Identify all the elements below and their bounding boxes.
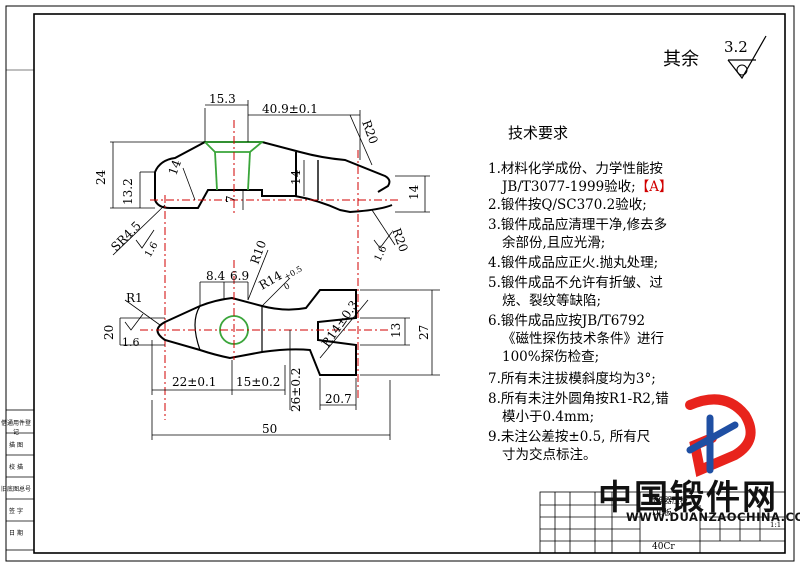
bottom-view-centerlines [140,260,390,360]
roughness-1-6-b: 1.6 [373,244,390,263]
tech-req-line-5: 余部份,且应光滑; [502,235,606,251]
tech-req-line-3: 2.锻件按Q/SC370.2验收; [488,197,647,213]
dim-22: 22±0.1 [172,375,216,389]
roughness-value: 3.2 [724,38,748,56]
tech-req-line-1: 1.材料化学成份、力学性能按 [488,161,663,177]
watermark-logo [685,394,756,478]
watermark-title: 中国锻件网 [598,478,778,518]
side-label-2: 描 图 [9,442,23,449]
title-block-part-name: 货推器压板 [648,495,688,505]
dim-50: 50 [262,422,277,436]
top-view-hole [202,141,265,191]
tech-req-line-14: 模小于0.4mm; [502,409,595,425]
dim-r14-tol-upper: +0.5 [283,264,304,282]
dim-6-9: 6.9 [230,269,249,283]
side-label-4: 旧底图总号 [0,486,31,493]
roughness-symbol: 其余 3.2 [663,35,767,80]
top-view-centerlines [150,120,400,420]
bottom-view-dimensions [119,249,440,440]
outer-border [5,5,795,562]
dim-13: 13 [389,323,403,338]
dim-r10: R10 [248,238,269,266]
title-block-scale: 1:1 [770,521,781,529]
side-label-5: 签 字 [9,508,23,515]
tech-req-line-4: 3.锻件成品应清理干净,修去多 [488,217,668,233]
tech-req-line-10: 《磁性探伤技术条件》进行 [502,331,664,347]
watermark-url: WWW.DUANZAOCHINA.COM [626,510,800,524]
dim-15-3: 15.3 [209,92,236,106]
dim-r14-tol-lower: 0 [283,281,292,291]
side-label-6: 日 期 [9,530,23,537]
title-block-material: 40Cr [652,542,675,552]
side-label-3: 校 描 [9,464,23,471]
dim-7: 7 [224,195,238,203]
tech-req-line-12: 7.所有未注拔模斜度均为3°; [488,371,656,387]
dim-r1: R1 [126,291,143,305]
top-view-dimensions [110,100,430,256]
tech-req-line-2-text: JB/T3077-1999验收; [502,179,636,195]
tech-requirements-title: 技术要求 [508,124,569,142]
dim-20-7: 20.7 [325,392,352,406]
dim-40-9: 40.9±0.1 [262,102,318,116]
tech-req-grade-a: 【A】 [635,179,673,195]
dim-27: 27 [417,325,431,340]
bottom-view [156,289,357,376]
side-label-1: 借通用件登记 [0,420,31,436]
tech-req-line-6: 4.锻件成品应正火.抛丸处理; [488,255,659,271]
left-filing-strip [5,409,35,551]
dim-8-4: 8.4 [206,269,225,283]
tech-req-line-8: 烧、裂纹等缺陷; [502,293,602,309]
tech-req-line-16: 寸为交点标注。 [502,447,597,463]
dim-20: 20 [102,325,116,340]
dim-14-b: 14 [289,169,303,185]
title-block-code: DL板 [652,507,672,517]
dim-13-2: 13.2 [121,178,135,205]
tech-req-line-13: 8.所有未注外圆角按R1-R2,错 [488,391,669,407]
tech-req-line-2: JB/T3077-1999验收;【A】 [502,178,672,196]
tech-req-line-11: 100%探伤检查; [502,349,600,365]
dim-26: 26±0.2 [289,368,303,412]
roughness-1-6-c: 1.6 [122,336,140,349]
dim-15-2: 15±0.2 [236,375,280,389]
title-block [539,491,786,554]
dim-r20-top: R20 [359,118,380,146]
tech-req-line-9: 6.锻件成品应按JB/T6792 [488,313,646,329]
dim-24: 24 [94,169,108,185]
top-view [154,141,393,214]
dim-r14: R14 [257,268,285,292]
dim-14-c: 14 [407,184,421,200]
dim-sr4-5: SR4.5 [108,219,144,255]
inner-border [33,13,786,554]
dim-r20-bottom: R20 [389,226,410,254]
tech-req-line-15: 9.未注公差按±0.5, 所有尺 [488,429,651,445]
tech-req-line-7: 5.锻件成品不允许有折皱、过 [488,275,663,291]
dim-14-a: 14 [166,158,185,177]
roughness-label: 其余 [663,49,699,70]
